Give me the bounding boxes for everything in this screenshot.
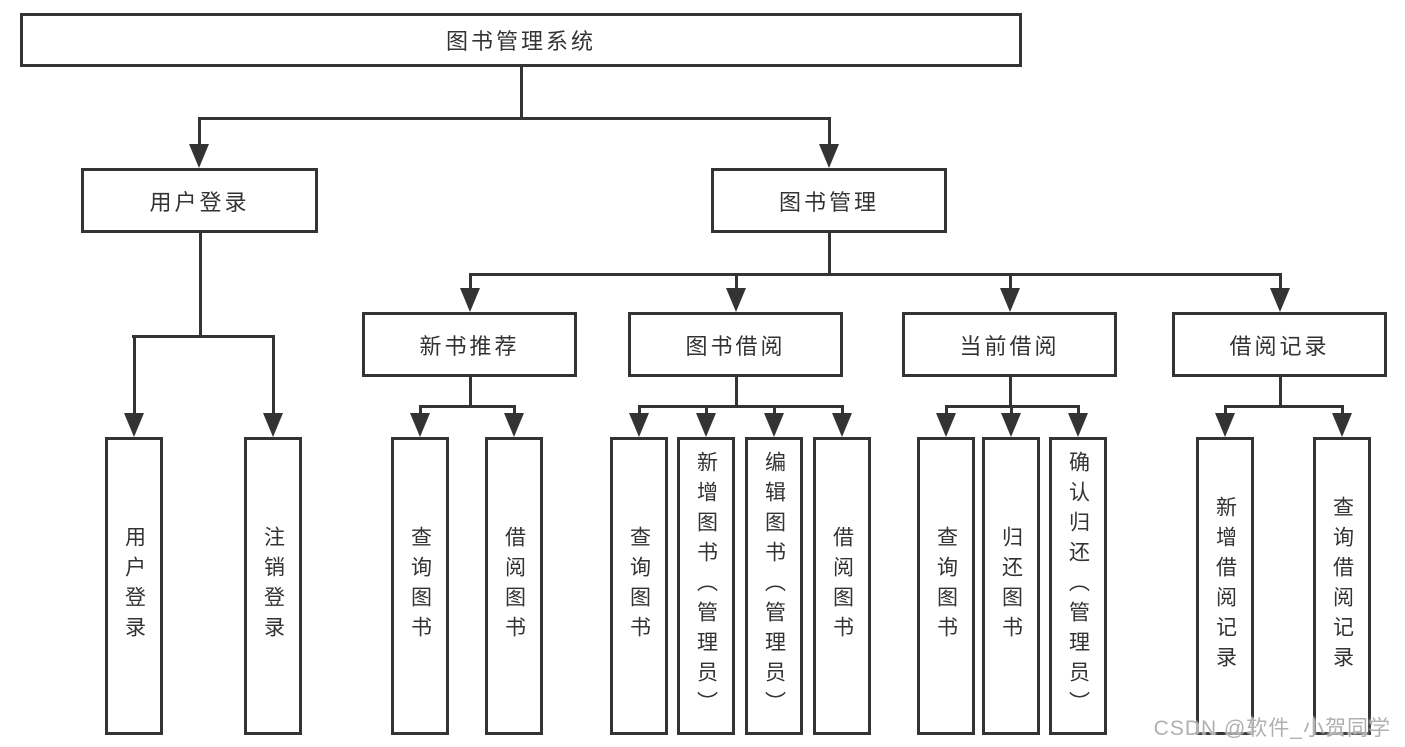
leaf-cb-query-books-label: 查询图书 bbox=[934, 526, 958, 646]
connector-line bbox=[272, 335, 275, 415]
arrowhead-down-icon bbox=[1000, 288, 1020, 312]
connector-line bbox=[469, 377, 472, 407]
arrowhead-down-icon bbox=[764, 413, 784, 437]
connector-line bbox=[419, 405, 515, 408]
connector-line bbox=[638, 405, 843, 408]
connector-line bbox=[198, 117, 201, 146]
connector-line bbox=[1224, 405, 1227, 415]
leaf-bb-borrow-books-label: 借阅图书 bbox=[830, 526, 854, 646]
arrowhead-down-icon bbox=[1270, 288, 1290, 312]
node-book-borrowing-label: 图书借阅 bbox=[685, 333, 786, 359]
connector-line bbox=[513, 405, 516, 415]
leaf-logout-label: 注销登录 bbox=[261, 526, 285, 646]
leaf-bb-borrow-books: 借阅图书 bbox=[813, 437, 871, 735]
connector-line bbox=[735, 273, 738, 290]
connector-line bbox=[945, 405, 948, 415]
connector-line bbox=[469, 273, 472, 290]
connector-line bbox=[1009, 273, 1012, 290]
connector-line bbox=[1010, 405, 1013, 415]
node-book-management: 图书管理 bbox=[711, 168, 947, 233]
arrowhead-down-icon bbox=[936, 413, 956, 437]
leaf-bb-edit-books-label: 编辑图书（管理员） bbox=[762, 451, 786, 721]
connector-line bbox=[1279, 377, 1282, 407]
connector-line bbox=[1077, 405, 1080, 415]
node-new-book-recommend: 新书推荐 bbox=[362, 312, 577, 377]
connector-line bbox=[841, 405, 844, 415]
leaf-bb-query-books: 查询图书 bbox=[610, 437, 668, 735]
csdn-watermark: CSDN @软件_小贺同学 bbox=[1153, 717, 1391, 740]
leaf-cb-return-books: 归还图书 bbox=[982, 437, 1040, 735]
leaf-user-login: 用户登录 bbox=[105, 437, 163, 735]
leaf-br-add-record: 新增借阅记录 bbox=[1196, 437, 1254, 735]
leaf-logout: 注销登录 bbox=[244, 437, 302, 735]
leaf-br-query-record: 查询借阅记录 bbox=[1313, 437, 1371, 735]
arrowhead-down-icon bbox=[410, 413, 430, 437]
connector-line bbox=[419, 405, 422, 415]
arrowhead-down-icon bbox=[726, 288, 746, 312]
node-root-label: 图书管理系统 bbox=[445, 29, 596, 54]
leaf-user-login-label: 用户登录 bbox=[122, 526, 146, 646]
connector-line bbox=[828, 233, 831, 275]
connector-line bbox=[638, 405, 641, 415]
arrowhead-down-icon bbox=[460, 288, 480, 312]
connector-line bbox=[828, 117, 831, 146]
leaf-br-add-record-label: 新增借阅记录 bbox=[1213, 496, 1237, 676]
arrowhead-down-icon bbox=[189, 144, 209, 168]
arrowhead-down-icon bbox=[1068, 413, 1088, 437]
node-root: 图书管理系统 bbox=[20, 13, 1022, 67]
arrowhead-down-icon bbox=[1001, 413, 1021, 437]
connector-line bbox=[735, 377, 738, 407]
leaf-rec-query-books: 查询图书 bbox=[391, 437, 449, 735]
arrowhead-down-icon bbox=[696, 413, 716, 437]
connector-line bbox=[198, 117, 830, 120]
arrowhead-down-icon bbox=[832, 413, 852, 437]
leaf-br-query-record-label: 查询借阅记录 bbox=[1330, 496, 1354, 676]
arrowhead-down-icon bbox=[504, 413, 524, 437]
node-user-login: 用户登录 bbox=[81, 168, 318, 233]
node-current-borrowing-label: 当前借阅 bbox=[959, 333, 1060, 359]
leaf-cb-query-books: 查询图书 bbox=[917, 437, 975, 735]
connector-line bbox=[1009, 377, 1012, 407]
node-book-borrowing: 图书借阅 bbox=[628, 312, 843, 377]
node-current-borrowing: 当前借阅 bbox=[902, 312, 1117, 377]
leaf-rec-borrow-books: 借阅图书 bbox=[485, 437, 543, 735]
arrowhead-down-icon bbox=[819, 144, 839, 168]
connector-line bbox=[705, 405, 708, 415]
leaf-bb-query-books-label: 查询图书 bbox=[627, 526, 651, 646]
connector-line bbox=[520, 67, 523, 118]
connector-line bbox=[132, 335, 274, 338]
arrowhead-down-icon bbox=[124, 413, 144, 437]
arrowhead-down-icon bbox=[629, 413, 649, 437]
connector-line bbox=[199, 233, 202, 337]
leaf-rec-borrow-books-label: 借阅图书 bbox=[502, 526, 526, 646]
leaf-cb-confirm-return: 确认归还（管理员） bbox=[1049, 437, 1107, 735]
connector-line bbox=[469, 273, 1281, 276]
connector-line bbox=[133, 335, 136, 415]
arrowhead-down-icon bbox=[1215, 413, 1235, 437]
node-new-book-recommend-label: 新书推荐 bbox=[419, 333, 520, 359]
node-book-management-label: 图书管理 bbox=[778, 189, 879, 215]
leaf-rec-query-books-label: 查询图书 bbox=[408, 526, 432, 646]
arrowhead-down-icon bbox=[263, 413, 283, 437]
node-borrowing-records-label: 借阅记录 bbox=[1229, 333, 1330, 359]
connector-line bbox=[1341, 405, 1344, 415]
leaf-bb-add-books: 新增图书（管理员） bbox=[677, 437, 735, 735]
leaf-cb-confirm-return-label: 确认归还（管理员） bbox=[1066, 451, 1090, 721]
connector-line bbox=[1279, 273, 1282, 290]
leaf-cb-return-books-label: 归还图书 bbox=[999, 526, 1023, 646]
leaf-bb-edit-books: 编辑图书（管理员） bbox=[745, 437, 803, 735]
node-borrowing-records: 借阅记录 bbox=[1172, 312, 1387, 377]
arrowhead-down-icon bbox=[1332, 413, 1352, 437]
connector-line bbox=[773, 405, 776, 415]
node-user-login-label: 用户登录 bbox=[149, 189, 250, 215]
leaf-bb-add-books-label: 新增图书（管理员） bbox=[694, 451, 718, 721]
connector-line bbox=[1224, 405, 1344, 408]
